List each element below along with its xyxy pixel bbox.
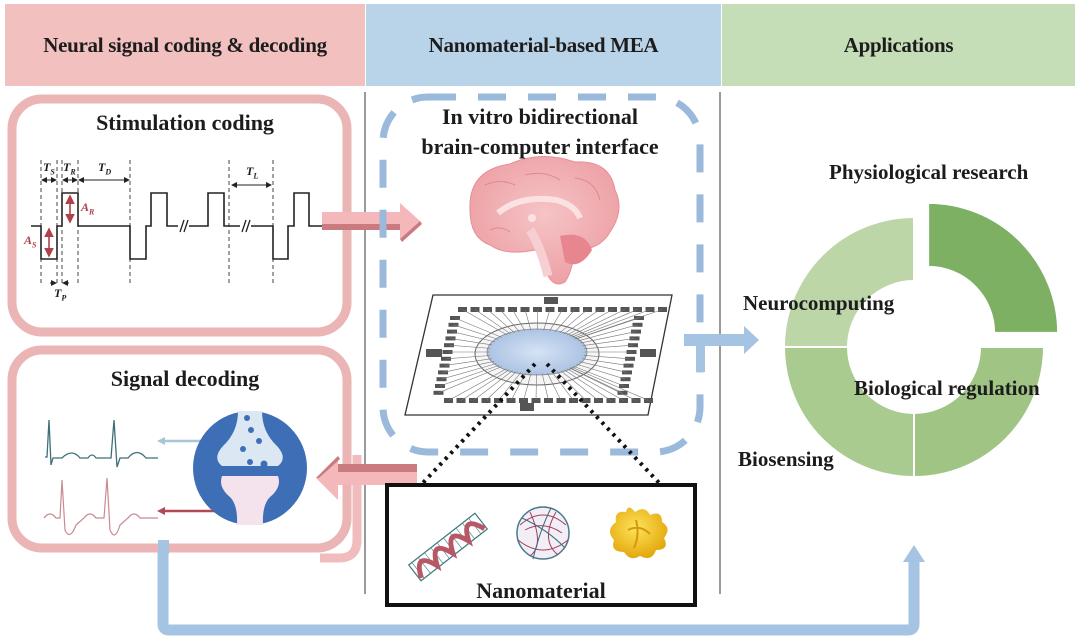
bci-title-line-2: brain-computer interface bbox=[421, 134, 659, 159]
bci-dashed-box bbox=[379, 93, 704, 456]
gold-nanoparticle-icon bbox=[609, 507, 668, 559]
donut-slice-biological-regulation bbox=[913, 346, 1046, 479]
brain-illustration bbox=[469, 155, 620, 285]
label-td: TD bbox=[98, 160, 112, 177]
mea-chip-illustration bbox=[404, 294, 673, 416]
label-tl: TL bbox=[246, 164, 259, 181]
column-divider-left bbox=[364, 92, 366, 594]
feedback-arrow bbox=[157, 545, 925, 636]
donut-slice-physiological-research bbox=[927, 201, 1060, 334]
label-ar: AR bbox=[81, 200, 95, 217]
nanosphere-icon bbox=[516, 506, 570, 560]
nanomaterial-label: Nanomaterial bbox=[476, 578, 606, 603]
synapse-icon bbox=[193, 411, 307, 525]
donut-label-biological-regulation: Biological regulation bbox=[854, 376, 1040, 400]
label-ts: TS bbox=[43, 160, 55, 177]
donut-label-neurocomputing: Neurocomputing bbox=[743, 291, 895, 315]
decoded-signal-trace-1 bbox=[45, 419, 158, 468]
header-applications: Applications bbox=[722, 4, 1075, 86]
timing-arrows bbox=[41, 177, 272, 286]
decoded-signal-trace-2 bbox=[43, 477, 158, 536]
feedback-arrow-start bbox=[158, 540, 169, 554]
bci-title-line-1: In vitro bidirectional bbox=[442, 104, 638, 129]
break-marks bbox=[179, 219, 251, 233]
header-coding-decoding: Neural signal coding & decoding bbox=[5, 4, 365, 86]
label-tp: TP bbox=[54, 286, 67, 303]
header-nanomaterial-mea: Nanomaterial-based MEA bbox=[366, 4, 721, 86]
bci-title: In vitro bidirectional brain-computer in… bbox=[390, 102, 690, 162]
donut-label-biosensing: Biosensing bbox=[738, 447, 834, 471]
amplitude-arrows bbox=[44, 194, 75, 258]
stimulation-waveform bbox=[31, 192, 322, 260]
nanotube-icon bbox=[407, 512, 489, 582]
applications-donut-chart bbox=[782, 201, 1060, 479]
arrow-mea-to-applications bbox=[684, 326, 759, 372]
donut-label-physiological-research: Physiological research bbox=[829, 160, 1029, 184]
arrow-mea-to-decoding bbox=[316, 455, 417, 563]
donut-slice-neurocomputing bbox=[782, 215, 915, 348]
label-tr: TR bbox=[63, 160, 76, 177]
donut-slice-biosensing bbox=[782, 346, 915, 479]
stimulation-coding-title: Stimulation coding bbox=[96, 110, 274, 135]
label-as: AS bbox=[24, 233, 37, 250]
signal-decoding-title: Signal decoding bbox=[110, 366, 260, 391]
